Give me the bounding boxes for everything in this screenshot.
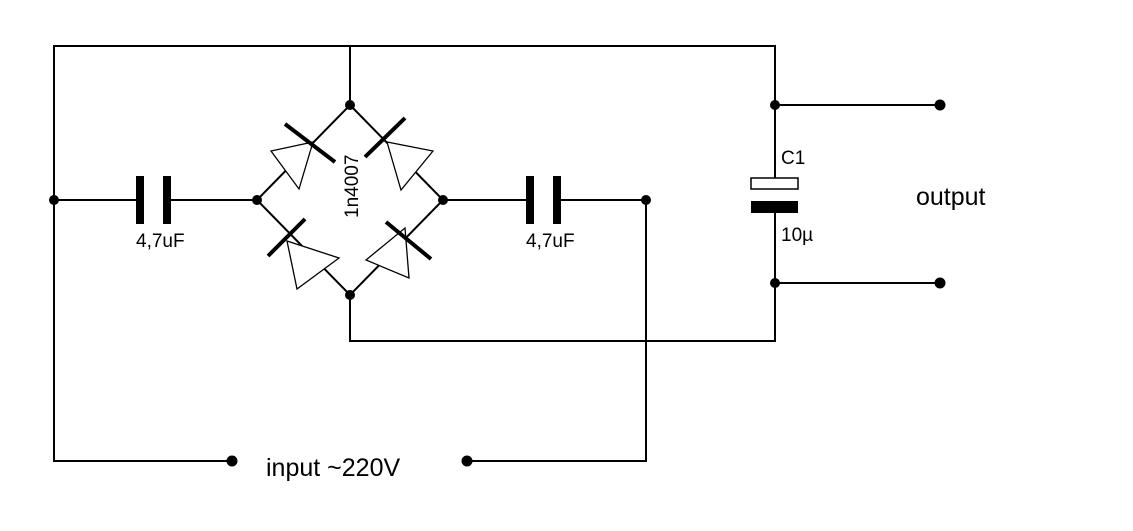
input-label: input ~220V bbox=[266, 454, 400, 482]
bottom-return-wire bbox=[349, 283, 776, 342]
diode-top-left bbox=[269, 122, 337, 191]
output-terminal-top bbox=[934, 99, 946, 111]
node bbox=[641, 195, 651, 205]
input-terminal-right bbox=[461, 455, 473, 467]
capacitor-c1-positive-plate bbox=[750, 177, 799, 190]
capacitor-c1 bbox=[750, 177, 799, 213]
capacitor-c1-name: C1 bbox=[781, 148, 805, 169]
capacitor-left bbox=[136, 176, 171, 224]
node bbox=[770, 100, 780, 110]
input-left-wire bbox=[53, 200, 232, 462]
capacitor-left-plate-b bbox=[163, 176, 171, 224]
capacitor-c1-negative-plate bbox=[751, 201, 798, 213]
wiring bbox=[53, 45, 940, 462]
bridge-diode-label: 1n4007 bbox=[342, 155, 363, 218]
junction-nodes bbox=[49, 100, 780, 300]
diode-bottom-right bbox=[364, 220, 433, 280]
capacitor-right-plate-b bbox=[553, 176, 561, 224]
input-terminal-left bbox=[226, 455, 238, 467]
diode-top-right bbox=[363, 116, 435, 192]
capacitor-c1-value: 10µ bbox=[781, 225, 813, 246]
capacitor-right-label: 4,7uF bbox=[526, 231, 575, 252]
node bbox=[49, 195, 59, 205]
node bbox=[770, 278, 780, 288]
input-right-wire bbox=[467, 200, 647, 462]
output-terminal-bottom bbox=[934, 277, 946, 289]
node bbox=[345, 100, 355, 110]
capacitor-right bbox=[526, 176, 561, 224]
node bbox=[252, 195, 262, 205]
top-wire bbox=[53, 45, 776, 200]
capacitor-right-plate-a bbox=[526, 176, 534, 224]
output-label: output bbox=[916, 183, 986, 211]
capacitor-left-label: 4,7uF bbox=[136, 231, 185, 252]
capacitor-left-plate-a bbox=[136, 176, 144, 224]
node bbox=[345, 290, 355, 300]
diode-bottom-left bbox=[266, 217, 341, 291]
node bbox=[438, 195, 448, 205]
